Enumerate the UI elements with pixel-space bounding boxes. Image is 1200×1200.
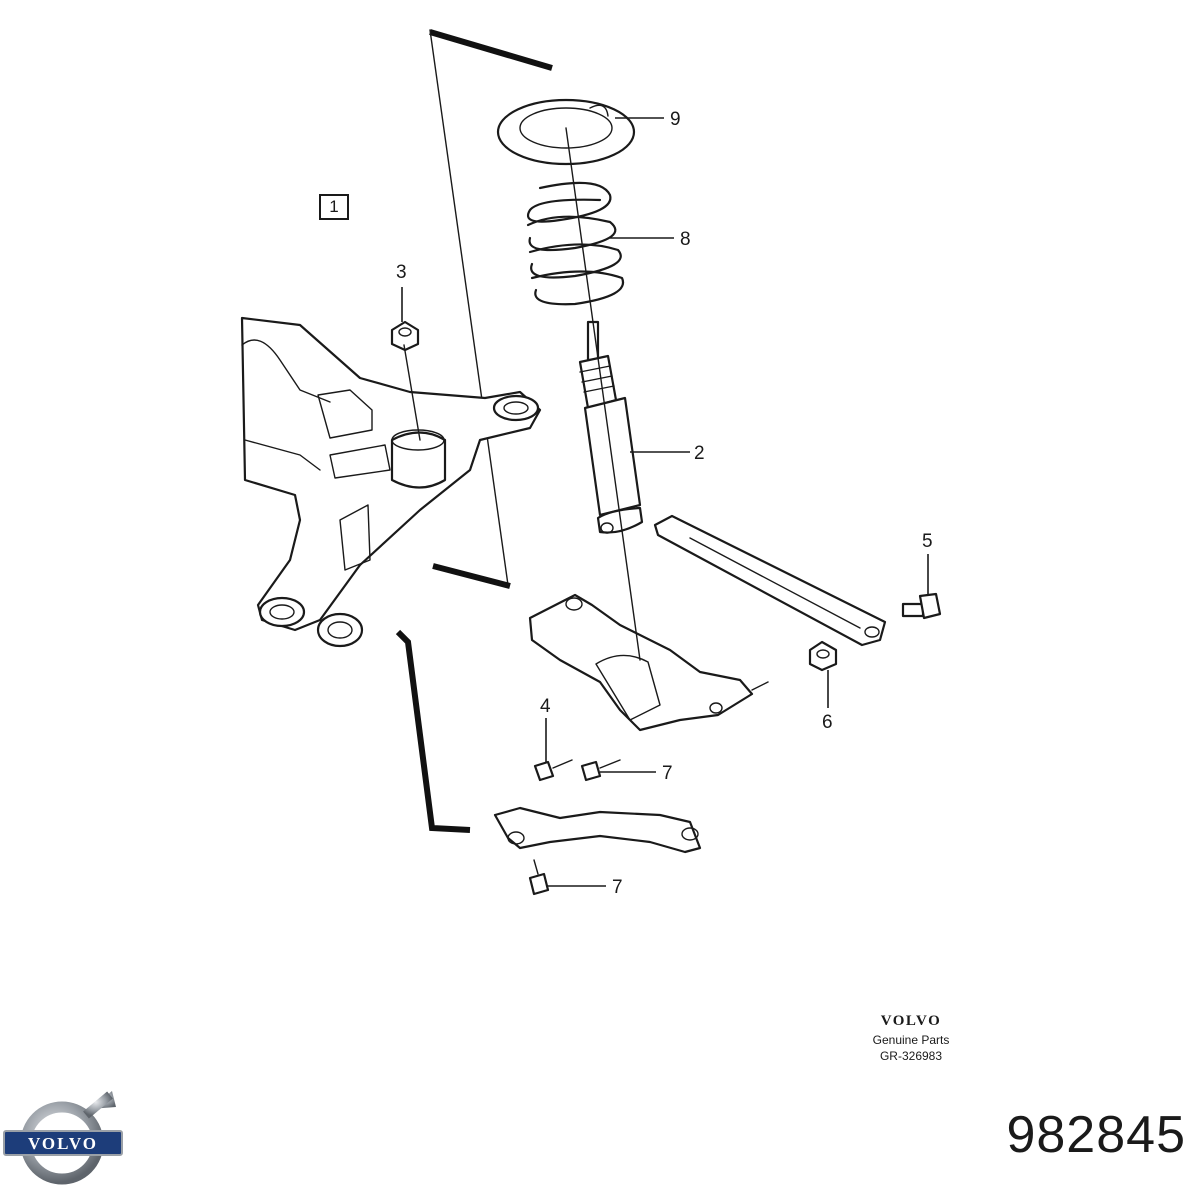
nut-6	[808, 640, 838, 672]
bolt-5	[901, 592, 942, 620]
section-marker-upper	[429, 29, 553, 589]
callout-7-lower: 7	[612, 877, 623, 898]
bolt-7-upper	[580, 759, 621, 782]
group-label-box: 1	[319, 194, 349, 220]
brand-tagline: Genuine Parts	[872, 1033, 950, 1047]
callout-7-upper: 7	[662, 763, 673, 784]
callout-3: 3	[396, 262, 407, 283]
track-rod	[653, 514, 887, 647]
callout-4: 4	[540, 696, 551, 717]
part-number: 982845	[1006, 1106, 1186, 1164]
lower-carrier	[528, 593, 769, 732]
logo-text: VOLVO	[28, 1134, 98, 1153]
shock-absorber-2	[578, 320, 644, 534]
brand-wordmark: VOLVO	[880, 1013, 942, 1029]
leader-lines	[401, 117, 929, 887]
callout-2: 2	[694, 443, 705, 464]
nut-3	[390, 320, 420, 352]
bolt-7-lower	[528, 859, 550, 896]
lower-link	[493, 806, 702, 854]
section-marker-lower	[395, 629, 471, 833]
coil-spring-8	[526, 181, 625, 306]
diagram-reference: GR-326983	[879, 1049, 943, 1063]
callout-6: 6	[822, 712, 833, 733]
volvo-logo: VOLVO	[3, 1091, 123, 1185]
rear-subframe	[240, 316, 542, 648]
callout-8: 8	[680, 229, 691, 250]
callout-9: 9	[670, 109, 681, 130]
bolt-4	[533, 759, 573, 782]
callout-5: 5	[922, 531, 933, 552]
